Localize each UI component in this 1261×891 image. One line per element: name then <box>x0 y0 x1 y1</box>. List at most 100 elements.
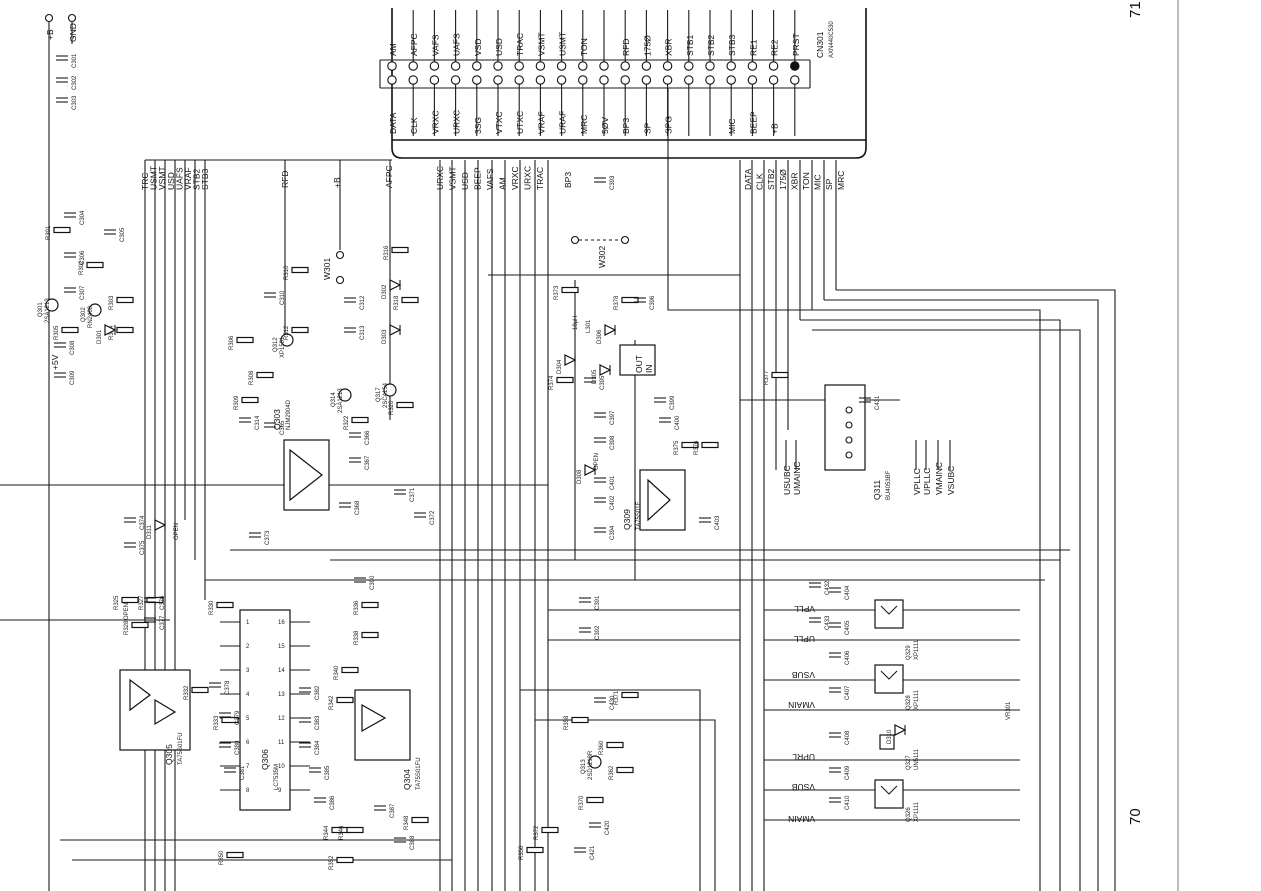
connector-label-top: USD <box>494 38 504 56</box>
ic-q309-part: TA75S01F <box>636 501 642 530</box>
resistor <box>606 741 624 749</box>
capacitor-ref: C410 <box>845 795 851 810</box>
bus-label: AFPC <box>384 165 394 188</box>
resistor-ref: R370 <box>579 795 585 810</box>
ic-pin-number: 6 <box>246 740 250 746</box>
resistor <box>621 691 639 699</box>
connector-pin-top <box>705 61 715 71</box>
connector-label-bottom: 5ØV <box>600 117 610 134</box>
capacitor-ref: C385 <box>325 765 331 780</box>
connector-label-top: RE2 <box>770 39 780 56</box>
connector-pin-top <box>387 61 397 71</box>
resistor <box>411 816 429 824</box>
connector-pin-bottom <box>726 75 736 85</box>
resistor-ref: R340 <box>334 665 340 680</box>
resistor-ref: R332 <box>184 685 190 700</box>
ic-q311-ref: Q311 <box>872 480 882 500</box>
transistor-ref: Q301 <box>38 302 44 317</box>
connector-pin-bottom <box>429 75 440 85</box>
capacitor-ref: C375 <box>140 540 146 555</box>
resistor <box>586 796 604 804</box>
transistor-part: 2SD1218R <box>588 750 594 780</box>
capacitor-ref: C313 <box>360 325 366 340</box>
capacitor-ref: C432 <box>825 580 831 595</box>
diode-ref: D308 <box>577 469 583 484</box>
resistor-ref: R356 <box>519 845 525 860</box>
resistor-ref: R360 <box>599 740 605 755</box>
bus-label: VSMT <box>157 166 167 190</box>
capacitor-ref: C421 <box>590 845 596 860</box>
capacitor-ref: C396 <box>650 295 656 310</box>
mux-signal-label: UPLLC <box>922 468 932 495</box>
switch-signal-label: UPRL <box>792 752 815 762</box>
connector-pin-bottom <box>514 75 524 85</box>
resistor <box>556 376 574 384</box>
connector-pin-bottom <box>387 75 397 85</box>
connector-label-top: XBR <box>664 39 674 56</box>
note-label: OPEN <box>174 523 180 540</box>
resistor <box>541 826 559 834</box>
resistor <box>256 371 274 379</box>
mux-signal-label: UMAINC <box>792 461 802 495</box>
ic-q306-ref: Q306 <box>260 749 270 770</box>
diode-ref: D302 <box>382 284 388 299</box>
diode-body <box>104 324 117 336</box>
resistor-ref: R301 <box>46 225 52 240</box>
transistor-part: XP1111 <box>914 801 920 822</box>
connector-pin-bottom <box>493 75 503 85</box>
connector-label-bottom: VTXC <box>494 111 504 134</box>
passive-components: R301R302R303R304R305R306R308R309R310R312… <box>46 53 881 870</box>
transistor-body <box>338 388 352 402</box>
resistor <box>681 441 699 449</box>
connector-pin-top <box>429 61 440 71</box>
bus-bp3-label: BP3 <box>563 172 573 188</box>
bus-label: DATA <box>743 168 753 190</box>
capacitor-ref: C386 <box>330 795 336 810</box>
capacitor-ref: C387 <box>390 803 396 818</box>
capacitor-ref: C409 <box>845 765 851 780</box>
resistor-ref: R352 <box>329 855 335 870</box>
left-power-rails: +B GND +5V <box>44 13 78 891</box>
bus-label: STB2 <box>192 168 202 190</box>
routing-wires <box>0 88 1116 891</box>
capacitor-ref: C392 <box>595 625 601 640</box>
resistor-ref: R305 <box>54 325 60 340</box>
resistor-ref: R308 <box>249 370 255 385</box>
resistor-ref: R316 <box>384 245 390 260</box>
capacitor-ref: C405 <box>845 620 851 635</box>
resistor-ref: R320 <box>389 400 395 415</box>
transistor-part: UN5111 <box>914 748 920 770</box>
capacitor-ref: C373 <box>265 530 271 545</box>
transistor-part: XP1111 <box>914 639 920 660</box>
resistor-ref: R375 <box>674 440 680 455</box>
resistor-ref: R376 <box>694 440 700 455</box>
jumper-w301-label: W301 <box>322 258 332 280</box>
resistor-ref: R372 <box>534 825 540 840</box>
diode-body <box>154 519 167 531</box>
resistor <box>191 686 209 694</box>
diode-body <box>584 464 597 476</box>
transistor-ref: Q329 <box>906 645 912 660</box>
ic-pin-number: 1 <box>246 620 250 626</box>
transistor-part: 2SA1213 <box>45 298 51 323</box>
capacitor-ref: C372 <box>430 510 436 525</box>
ic-q303-ref: Q303 <box>272 409 282 430</box>
resistor <box>561 286 579 294</box>
connector-label-top: TRAC <box>515 33 525 56</box>
resistor <box>131 621 149 629</box>
capacitor-ref: C404 <box>845 585 851 600</box>
capacitor-ref: C379 <box>235 710 241 725</box>
diode-body <box>564 354 577 366</box>
resistor <box>116 326 134 334</box>
resistor-ref: R309 <box>234 395 240 410</box>
transistor-ref: Q313 <box>581 759 587 774</box>
jumper-w302: W302 <box>570 235 630 268</box>
capacitor-ref: C303 <box>72 95 78 110</box>
resistor-ref: R310 <box>284 265 290 280</box>
resistor <box>361 601 379 609</box>
connector-label-top: VSMT <box>536 32 546 56</box>
resistor <box>86 261 104 269</box>
